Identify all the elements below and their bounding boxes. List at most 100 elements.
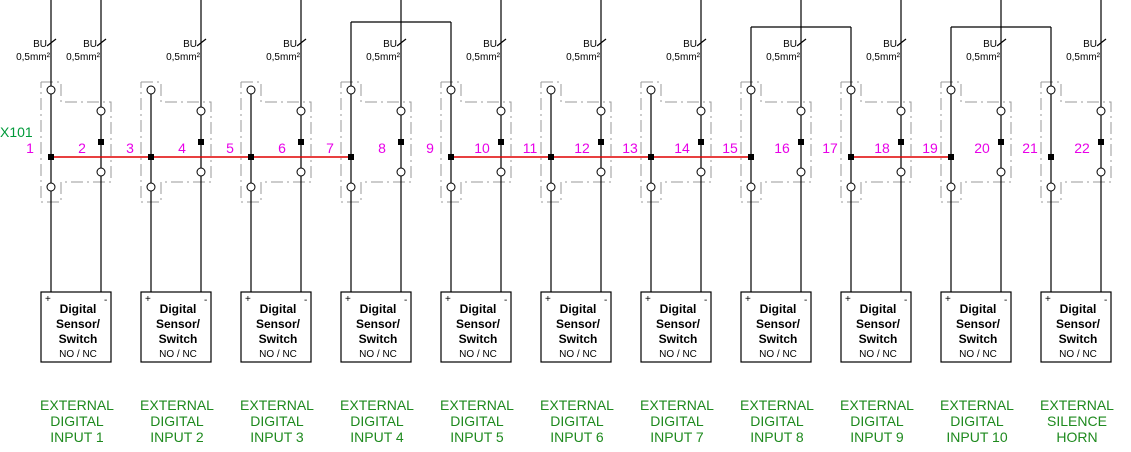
plus-terminal-label: + bbox=[445, 294, 451, 305]
wire-slash-icon bbox=[46, 38, 57, 47]
terminal-connection-top bbox=[346, 85, 356, 95]
terminal-connection-bottom bbox=[996, 167, 1006, 177]
wire-cross-section-label: 0,5mm² bbox=[66, 52, 101, 63]
device-title-line: Switch bbox=[759, 332, 798, 346]
terminal-number: 14 bbox=[674, 140, 690, 156]
terminal-number: 1 bbox=[26, 140, 34, 156]
plus-terminal-label: + bbox=[1045, 294, 1051, 305]
terminal-junction bbox=[148, 154, 154, 160]
device-subtitle: NO / NC bbox=[259, 349, 297, 360]
minus-terminal-label: - bbox=[204, 295, 207, 306]
wire-cross-section-label: 0,5mm² bbox=[366, 52, 401, 63]
device-title-line: Switch bbox=[659, 332, 698, 346]
wire-slash-icon bbox=[996, 38, 1007, 47]
terminal-connection-top bbox=[696, 106, 706, 116]
terminal-number: 16 bbox=[774, 140, 790, 156]
terminal-junction bbox=[998, 139, 1004, 145]
device-function-label: EXTERNAL bbox=[840, 397, 914, 413]
wire-cross-section-label: 0,5mm² bbox=[1066, 52, 1101, 63]
minus-terminal-label: - bbox=[504, 295, 507, 306]
terminal-number: 22 bbox=[1074, 140, 1090, 156]
terminal-outline bbox=[140, 81, 212, 203]
terminal-connection-bottom bbox=[446, 182, 456, 192]
terminal-strip-label: X101 bbox=[0, 124, 33, 140]
device-function-label: EXTERNAL bbox=[1040, 397, 1114, 413]
terminal-connection-top bbox=[646, 85, 656, 95]
device-function-label: DIGITAL bbox=[50, 413, 104, 429]
terminal-number: 6 bbox=[278, 140, 286, 156]
device-title-line: Sensor/ bbox=[156, 317, 201, 331]
device-title-line: Digital bbox=[960, 302, 997, 316]
minus-terminal-label: - bbox=[904, 295, 907, 306]
terminal-number: 15 bbox=[722, 140, 738, 156]
device-subtitle: NO / NC bbox=[459, 349, 497, 360]
wire-slash-icon bbox=[496, 38, 507, 47]
terminal-connection-bottom bbox=[346, 182, 356, 192]
terminal-connection-top bbox=[946, 85, 956, 95]
terminal-outlines bbox=[40, 81, 1112, 203]
terminal-number: 4 bbox=[178, 140, 186, 156]
terminal-connection-bottom bbox=[396, 167, 406, 177]
terminal-junction bbox=[348, 154, 354, 160]
terminal-number: 8 bbox=[378, 140, 386, 156]
device-title-line: Sensor/ bbox=[356, 317, 401, 331]
device-title-line: Sensor/ bbox=[1056, 317, 1101, 331]
terminal-connection-bottom bbox=[1096, 167, 1106, 177]
device-function-label: INPUT 5 bbox=[450, 429, 504, 445]
wire-cross-section-label: 0,5mm² bbox=[466, 52, 501, 63]
wire-cross-section-label: 0,5mm² bbox=[766, 52, 801, 63]
device-function-label: EXTERNAL bbox=[940, 397, 1014, 413]
device-box bbox=[540, 291, 612, 363]
terminal-connection-bottom bbox=[646, 182, 656, 192]
terminal-junction bbox=[548, 154, 554, 160]
device-function-label: DIGITAL bbox=[450, 413, 504, 429]
terminal-outline bbox=[240, 81, 312, 203]
terminal-connection-bottom bbox=[146, 182, 156, 192]
terminal-outline bbox=[40, 81, 112, 203]
device-subtitle: NO / NC bbox=[59, 349, 97, 360]
terminal-junction bbox=[948, 154, 954, 160]
device-title-line: Switch bbox=[459, 332, 498, 346]
device-box bbox=[140, 291, 212, 363]
device-subtitle: NO / NC bbox=[759, 349, 797, 360]
terminal-junction bbox=[698, 139, 704, 145]
terminal-number: 11 bbox=[523, 140, 538, 156]
plus-terminal-label: + bbox=[845, 294, 851, 305]
plus-terminal-label: + bbox=[745, 294, 751, 305]
device-box bbox=[440, 291, 512, 363]
terminal-junction bbox=[1048, 154, 1054, 160]
device-subtitle: NO / NC bbox=[1059, 349, 1097, 360]
terminal-number: 19 bbox=[922, 140, 938, 156]
wire-slash-icon bbox=[696, 38, 707, 47]
terminal-connection-bottom bbox=[246, 182, 256, 192]
terminal-junction bbox=[48, 154, 54, 160]
terminal-outline bbox=[640, 81, 712, 203]
terminal-number: 9 bbox=[426, 140, 434, 156]
device-function-label: EXTERNAL bbox=[240, 397, 314, 413]
terminal-connection-top bbox=[746, 85, 756, 95]
terminal-connection-bottom bbox=[496, 167, 506, 177]
wire-cross-section-label: 0,5mm² bbox=[266, 52, 301, 63]
wire-labels: BU0,5mm²BU0,5mm²BU0,5mm²BU0,5mm²BU0,5mm²… bbox=[16, 38, 1107, 63]
terminal-number: 3 bbox=[126, 140, 134, 156]
terminal-number: 10 bbox=[474, 140, 490, 156]
terminal-connection-bottom bbox=[296, 167, 306, 177]
terminal-connection-top bbox=[846, 85, 856, 95]
wire-slash-icon bbox=[896, 38, 907, 47]
wire-slash-icon bbox=[96, 38, 107, 47]
minus-terminal-label: - bbox=[704, 295, 707, 306]
terminal-connection-bottom bbox=[846, 182, 856, 192]
device-function-label: EXTERNAL bbox=[540, 397, 614, 413]
device-function-label: DIGITAL bbox=[950, 413, 1004, 429]
terminal-connection-top bbox=[396, 106, 406, 116]
device-title-line: Digital bbox=[460, 302, 497, 316]
device-title-line: Sensor/ bbox=[256, 317, 301, 331]
plus-terminal-label: + bbox=[945, 294, 951, 305]
device-title-line: Switch bbox=[559, 332, 598, 346]
